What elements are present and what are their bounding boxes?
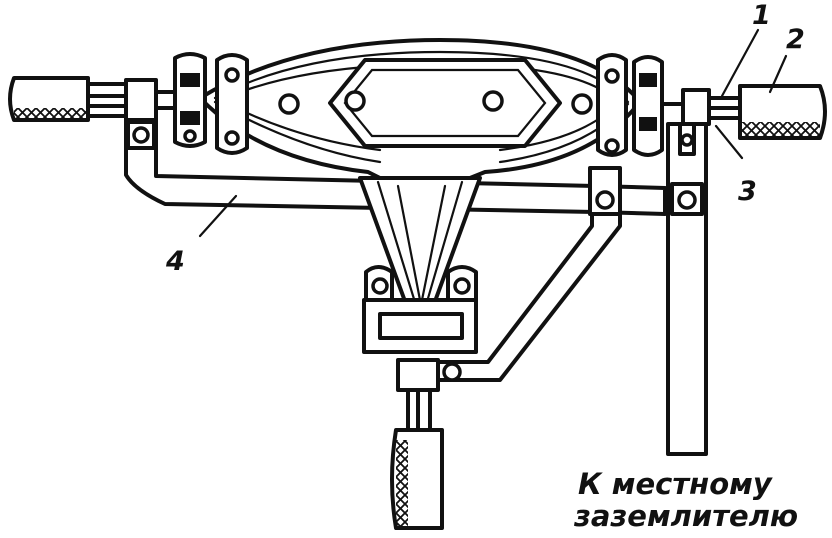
- lower-stem: [358, 176, 482, 354]
- caption-line-2: заземлителю: [573, 499, 798, 533]
- callout-leaders: [198, 28, 788, 238]
- callout-4: 4: [165, 246, 185, 277]
- caption-line-1: К местному: [578, 467, 773, 501]
- right-vertical-rod: [666, 122, 708, 456]
- bottom-cable: [390, 358, 462, 530]
- clamp-body: [198, 38, 642, 180]
- callout-1: 1: [752, 0, 771, 31]
- left-cable: [8, 76, 177, 122]
- callout-2: 2: [786, 24, 805, 55]
- left-spring-clips: [173, 52, 249, 155]
- callout-3: 3: [738, 176, 757, 207]
- right-spring-clips: [596, 53, 664, 157]
